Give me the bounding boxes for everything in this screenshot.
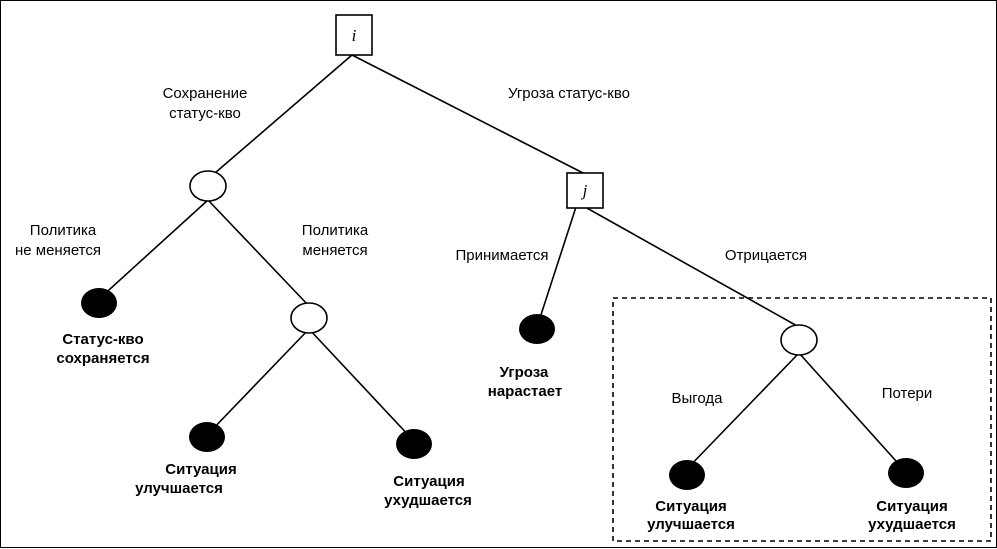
edge-chance3-improves (684, 352, 800, 472)
edge-chance3-worsens (798, 352, 906, 472)
edge-chance2-improves (208, 328, 310, 434)
edge-label-policy-same-2: не меняется (15, 242, 101, 259)
outcome-label-statusquo-2: сохраняется (56, 350, 149, 367)
edge-root-chance1 (207, 54, 353, 180)
outcome-label-threat-1: Угроза (500, 364, 549, 381)
outcome-node-improves-b (669, 460, 705, 490)
outcome-label-worsens-b-2: ухудшается (868, 516, 956, 533)
edge-label-loss: Потери (882, 385, 933, 402)
outcome-label-improves-b-2: улучшается (647, 516, 735, 533)
edge-chance1-statusquo (98, 199, 209, 300)
highlight-box (612, 297, 992, 542)
outcome-node-worsens-b (888, 458, 924, 488)
edge-label-denied: Отрицается (725, 247, 807, 264)
outcome-node-statusquo (81, 288, 117, 318)
edge-label-preserve-2: статус-кво (169, 105, 241, 122)
edge-label-accepted: Принимается (456, 247, 549, 264)
outcome-label-worsens-a-2: ухудшается (384, 492, 472, 509)
outcome-label-worsens-a-1: Ситуация (393, 473, 464, 490)
outcome-label-improves-a-1: Ситуация (165, 461, 236, 478)
edge-label-preserve-1: Сохранение (163, 85, 248, 102)
outcome-label-improves-b-1: Ситуация (655, 498, 726, 515)
decision-node-root-label: i (352, 26, 357, 45)
outcome-label-statusquo-1: Статус-кво (62, 331, 143, 348)
edge-j-chance3 (584, 206, 800, 328)
edge-chance1-chance2 (207, 199, 310, 307)
decision-node-j (566, 172, 604, 209)
edges (98, 54, 906, 472)
edge-label-policy-change-2: меняется (302, 242, 367, 259)
chance-node-1 (189, 170, 227, 202)
edge-root-j (351, 54, 586, 175)
edge-label-threat: Угроза статус-кво (508, 85, 630, 102)
chance-node-2 (290, 302, 328, 334)
edge-label-policy-change-1: Политика (302, 222, 369, 239)
edge-label-policy-same-1: Политика (30, 222, 97, 239)
outcome-node-improves-a (189, 422, 225, 452)
outcome-label-improves-a-2: улучшается (135, 480, 223, 497)
outcome-label-worsens-b-1: Ситуация (876, 498, 947, 515)
edge-chance2-worsens (308, 328, 413, 440)
outcome-label-threat-2: нарастает (488, 383, 562, 400)
edge-j-threat (537, 206, 577, 325)
edge-label-gain: Выгода (671, 390, 723, 407)
decision-node-root (335, 14, 373, 56)
outcome-node-worsens-a (396, 429, 432, 459)
outcome-node-threat (519, 314, 555, 344)
decision-node-j-label: j (581, 181, 588, 200)
chance-node-3 (780, 324, 818, 356)
